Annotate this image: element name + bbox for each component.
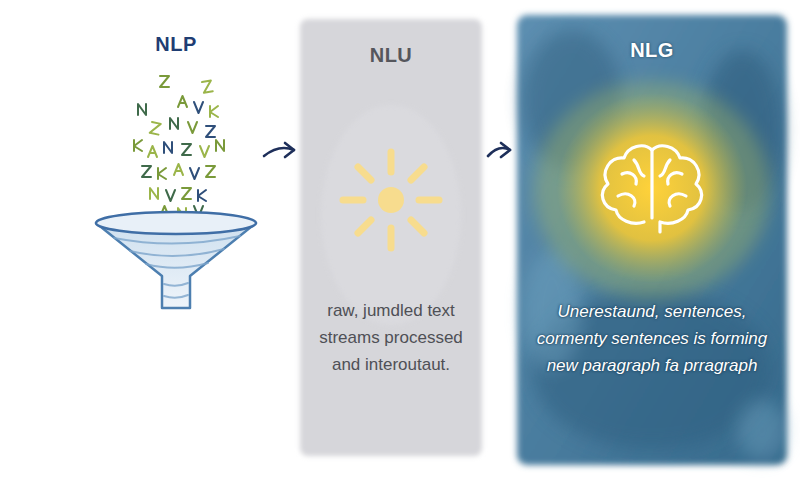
grey-panel	[296, 15, 486, 460]
panel-text: raw, jumdled text streams processed and …	[296, 297, 486, 378]
panel-text: Unerestaund, sentences, cormenty sentenc…	[512, 298, 792, 379]
generation-panel: NLG Unerestaund, sentences, cormenty sent…	[512, 10, 792, 470]
funnel-node: NLP	[90, 18, 262, 313]
panel-title: NLG	[512, 38, 792, 62]
flow-arrow	[488, 143, 510, 157]
panel-title: NLU	[296, 43, 486, 67]
flow-arrow	[264, 143, 294, 157]
panel-title: NLP	[90, 32, 262, 56]
understanding-panel: NLU raw, jumdled text streams processed a…	[296, 15, 486, 460]
funnel-illustration	[90, 18, 262, 313]
watercolor-panel	[512, 10, 792, 470]
